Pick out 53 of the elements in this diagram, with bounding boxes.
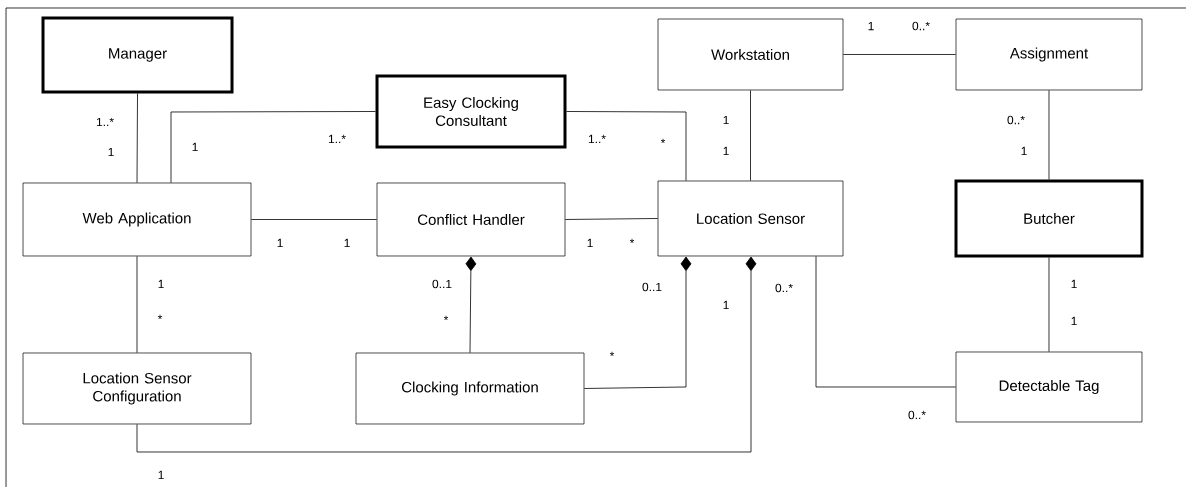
association-line	[250, 219, 378, 220]
multiplicity-label: *	[609, 351, 615, 357]
association-line	[750, 89, 751, 182]
association-line	[583, 256, 692, 389]
multiplicity-label: 1	[868, 21, 874, 31]
multiplicity-label: 1	[587, 238, 593, 248]
association-line	[136, 255, 138, 354]
association-line	[465, 256, 477, 354]
multiplicity-label: *	[660, 138, 666, 144]
multiplicity-label: 0..*	[908, 410, 926, 420]
multiplicity-label: 1..*	[588, 134, 606, 144]
class-box: Butcher	[954, 179, 1144, 258]
multiplicity-label: 1	[1021, 146, 1027, 156]
association-line	[566, 111, 687, 182]
class-box: Workstation	[657, 18, 844, 91]
multiplicity-label: 1	[277, 238, 283, 248]
multiplicity-label: 0..*	[1007, 115, 1025, 125]
multiplicity-label: 1	[158, 279, 164, 289]
multiplicity-label: 1	[1071, 279, 1077, 289]
multiplicity-label: 0..1	[432, 279, 452, 289]
multiplicity-label: *	[629, 238, 635, 244]
multiplicity-label: 0..1	[642, 282, 662, 292]
multiplicity-label: 1	[723, 146, 729, 156]
multiplicity-label: 1	[1071, 316, 1077, 326]
class-box: Easy Clocking Consultant	[375, 74, 567, 149]
multiplicity-label: 1	[723, 300, 729, 310]
association-line	[815, 255, 957, 388]
multiplicity-label: 0..*	[912, 21, 930, 31]
multiplicity-label: *	[157, 314, 163, 320]
class-box: Detectable Tag	[955, 351, 1143, 423]
association-line	[170, 111, 376, 184]
association-line	[1048, 89, 1050, 180]
association-line	[136, 93, 138, 184]
multiplicity-label: 1..*	[328, 134, 346, 144]
class-box: Clocking Information	[355, 352, 585, 425]
multiplicity-label: 1..*	[96, 117, 114, 127]
multiplicity-label: 1	[344, 238, 350, 248]
multiplicity-label: 1	[108, 147, 114, 157]
class-box: Conflict Handler	[376, 182, 566, 257]
association-line	[1048, 257, 1050, 353]
class-box: Assignment	[955, 18, 1143, 91]
class-box: Web Application	[22, 182, 252, 257]
association-line	[136, 256, 757, 453]
multiplicity-label: 1	[158, 470, 164, 480]
association-line	[564, 218, 659, 220]
class-box: Manager	[41, 16, 234, 94]
multiplicity-label: 1	[723, 115, 729, 125]
multiplicity-label: 1	[192, 142, 198, 152]
multiplicity-label: 0..*	[775, 283, 793, 293]
multiplicity-label: *	[443, 315, 449, 321]
class-box: Location Sensor	[657, 180, 844, 257]
association-line	[842, 54, 957, 55]
class-box: Location Sensor Configuration	[22, 352, 252, 425]
